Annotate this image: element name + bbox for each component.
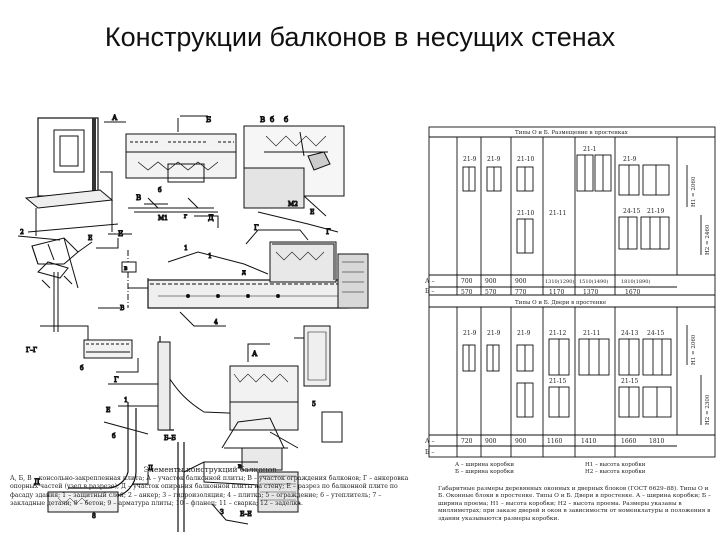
svg-text:б: б [270, 116, 274, 124]
win-label: 21-15 [621, 378, 638, 385]
label-a: А [112, 114, 118, 122]
svg-text:В: В [120, 305, 125, 312]
side-dim: H2 = 2300 [705, 394, 711, 425]
row-label-a: А – [425, 278, 434, 285]
win-label: 21-1 [583, 146, 596, 153]
svg-text:4: 4 [214, 319, 218, 326]
dim: 900 [515, 438, 527, 445]
svg-text:б: б [158, 187, 162, 194]
svg-text:Б: Б [206, 116, 211, 124]
dim: 1370 [583, 289, 598, 296]
svg-text:2: 2 [20, 229, 24, 236]
win-label: 21-15 [549, 378, 566, 385]
svg-text:5: 5 [312, 401, 316, 408]
legend-h2: H2 – высота коробки [585, 468, 646, 475]
svg-text:Е: Е [88, 235, 92, 242]
svg-text:Г: Г [114, 376, 119, 384]
dim: 1310(1290) [545, 278, 574, 285]
svg-text:д: д [242, 269, 246, 276]
svg-text:Е–Е: Е–Е [240, 511, 252, 518]
win-label: 21-9 [463, 156, 477, 163]
dim: 1510(1490) [579, 278, 608, 285]
svg-text:б: б [112, 433, 116, 440]
dim: 1170 [549, 289, 564, 296]
dim: 1670 [625, 289, 640, 296]
win-label: 21-9 [463, 330, 477, 337]
win-label: 24-15 [647, 330, 664, 337]
left-caption-title: Элементы конструкций балконов [143, 465, 277, 474]
win-label: 21-11 [549, 210, 566, 217]
win-label: 21-12 [549, 330, 566, 337]
win-label: 24-13 [621, 330, 638, 337]
dim: 1660 [621, 438, 636, 445]
side-dim: H1 = 2060 [691, 334, 697, 365]
left-caption-text: А, Б, В – консольно-закрепленная плита; … [10, 475, 409, 507]
svg-text:Г: Г [254, 224, 259, 232]
svg-text:Е: Е [310, 209, 314, 216]
win-label: 21-9 [517, 330, 531, 337]
dim: 1810 [649, 438, 664, 445]
header-top: Типы О и Б. Размещение в простенках [515, 130, 629, 136]
legend-a: А – ширина коробки [455, 461, 514, 468]
svg-text:б: б [80, 365, 84, 372]
side-dim: H1 = 2060 [691, 176, 697, 207]
window-door-dimensions-table: Типы О и Б. Размещение в простенках Типы… [425, 126, 716, 475]
svg-text:б: б [284, 116, 288, 124]
win-label: 21-10 [517, 156, 534, 163]
svg-text:в: в [238, 463, 242, 470]
svg-text:1: 1 [184, 245, 188, 252]
legend-h1: H1 – высота коробки [585, 461, 646, 468]
dim: 570 [461, 289, 473, 296]
win-label: 24-15 [623, 208, 640, 215]
svg-text:Д: Д [34, 478, 40, 486]
slide-title: Конструкции балконов в несущих стенах [104, 22, 616, 52]
win-label: 21-11 [583, 330, 600, 337]
svg-text:г: г [184, 213, 187, 220]
svg-text:в: в [124, 265, 128, 272]
header-mid: Типы О и Б. Двери в простенке [515, 300, 606, 306]
dim: 1410 [581, 438, 596, 445]
balcony-construction-drawing: А Б б В г М1 Д В б б Е М2 [17, 114, 369, 532]
svg-text:З: З [220, 509, 224, 516]
svg-text:М1: М1 [158, 215, 168, 222]
dim: 770 [515, 289, 527, 296]
dim: 900 [485, 278, 497, 285]
svg-text:В: В [136, 194, 141, 202]
win-label: 21-10 [517, 210, 534, 217]
svg-text:Г–Г: Г–Г [26, 347, 37, 354]
dim: 1160 [547, 438, 562, 445]
win-label: 21-19 [647, 208, 664, 215]
legend-b: Б – ширина коробки [455, 468, 514, 475]
svg-text:Г: Г [326, 228, 331, 236]
row-label-b-bottom: Б – [425, 449, 434, 456]
dim: 720 [461, 438, 473, 445]
dim: 700 [461, 278, 473, 285]
svg-text:Б–Б: Б–Б [164, 435, 176, 442]
svg-text:Д: Д [148, 465, 153, 472]
row-label-a-bottom: А – [425, 438, 434, 445]
svg-text:А: А [252, 350, 258, 358]
dim: 900 [515, 278, 527, 285]
right-caption: Габаритные размеры деревянных оконных и … [438, 486, 711, 522]
side-dim: H2 = 2460 [705, 224, 711, 255]
win-label: 21-9 [487, 330, 501, 337]
svg-text:1: 1 [124, 397, 128, 404]
svg-text:В: В [260, 116, 265, 124]
svg-text:Д: Д [208, 214, 214, 222]
win-label: 21-9 [623, 156, 637, 163]
svg-text:1: 1 [208, 253, 212, 260]
dim: 1810(1890) [621, 278, 650, 285]
dim: 900 [485, 438, 497, 445]
svg-text:М2: М2 [288, 201, 298, 208]
svg-text:8: 8 [92, 513, 96, 520]
row-label-b: Б – [425, 288, 434, 295]
dim: 570 [485, 289, 497, 296]
win-label: 21-9 [487, 156, 501, 163]
left-caption: Элементы конструкций балконов А, Б, В – … [10, 465, 410, 508]
svg-text:Е: Е [106, 407, 110, 414]
